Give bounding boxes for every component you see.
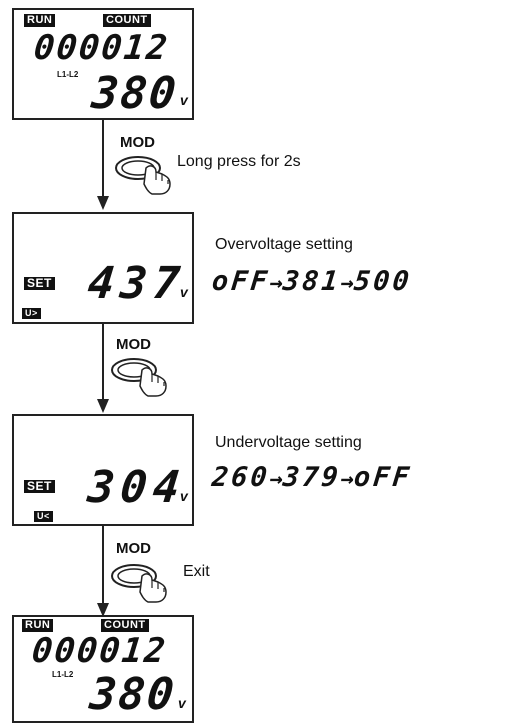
phase-label: L1-L2 [52,670,74,679]
overvoltage-value: 437 [85,258,189,309]
run-badge: RUN [24,14,56,27]
count-badge: COUNT [101,619,149,632]
count-display: 000012 [31,28,171,68]
mod-button-press-icon [111,564,167,603]
flow-arrow-3 [97,603,109,617]
undervoltage-unit: v [180,488,188,504]
lcd-screen-overvoltage: SET 437 v U> [12,212,194,324]
undervoltage-mode-badge: U< [34,511,53,522]
undervoltage-title: Undervoltage setting [215,434,362,451]
mod-label-3: MOD [116,540,151,557]
flow-line-3 [102,526,104,606]
overvoltage-option-min: 381 [281,266,343,297]
undervoltage-sequence: 260→379→oFF [210,462,413,493]
voltage-display: 380 [87,669,179,720]
overvoltage-option-off: oFF [210,266,272,297]
run-badge: RUN [22,619,54,632]
voltage-display: 380 [89,68,181,119]
overvoltage-mode-badge: U> [22,308,41,319]
undervoltage-option-off: oFF [352,462,414,493]
count-display: 000012 [29,631,169,671]
long-press-caption: Long press for 2s [177,153,301,170]
flow-line-1 [102,120,104,198]
lcd-screen-run: RUN COUNT 000012 L1-L2 380 v [12,8,194,120]
overvoltage-option-max: 500 [352,266,414,297]
set-badge: SET [24,480,55,493]
flow-arrow-1 [97,196,109,210]
exit-caption: Exit [183,563,210,580]
flow-arrow-2 [97,399,109,413]
mod-button-press-icon [111,358,167,397]
undervoltage-value: 304 [85,462,189,513]
lcd-screen-undervoltage: SET 304 v U< [12,414,194,526]
undervoltage-option-max: 379 [281,462,343,493]
set-badge: SET [24,277,55,290]
voltage-unit: v [178,695,186,711]
mod-label-1: MOD [120,134,155,151]
flow-line-2 [102,324,104,402]
overvoltage-unit: v [180,284,188,300]
undervoltage-option-min: 260 [210,462,272,493]
count-badge: COUNT [103,14,151,27]
mod-button-press-icon [115,156,171,195]
phase-label: L1-L2 [57,70,79,79]
overvoltage-title: Overvoltage setting [215,236,353,253]
mod-label-2: MOD [116,336,151,353]
voltage-unit: v [180,92,188,108]
overvoltage-sequence: oFF→381→500 [210,266,413,297]
lcd-screen-run-exit: RUN COUNT 000012 L1-L2 380 v [12,615,194,723]
